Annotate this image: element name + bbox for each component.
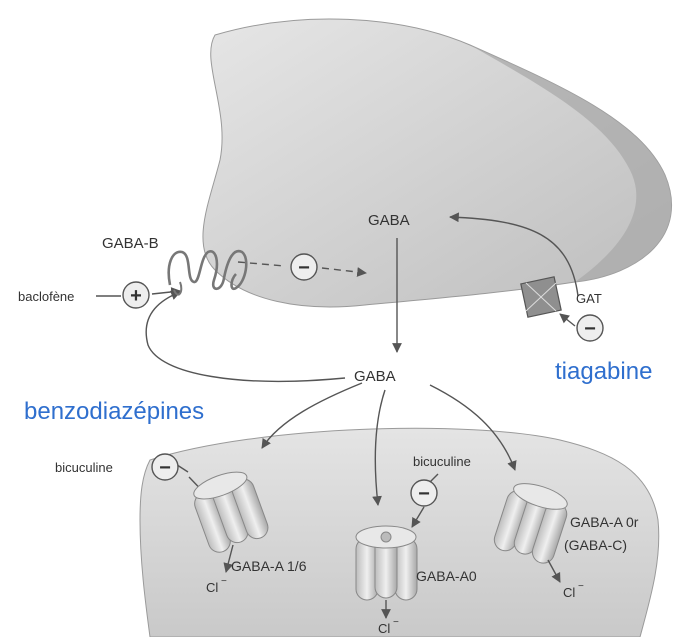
tiagabine-minus-symbol: − [577,315,603,341]
gaba-a0-receptor [356,526,417,600]
bicuculine-center-label: bicuculine [413,454,471,469]
gaba-b-label: GABA-B [102,235,159,252]
gaba-b-inhibition-symbol: − [291,254,317,280]
svg-text:−: − [584,318,596,340]
bicuculine-left-minus-symbol: − [152,454,178,480]
svg-text:−: − [578,581,584,592]
gaba-a0-label: GABA-A0 [416,568,477,584]
baclofene-label: baclofène [18,289,74,304]
baclofene-plus-symbol: + [123,282,149,308]
tiagabine-label: tiagabine [555,358,652,385]
svg-text:−: − [418,483,430,505]
svg-text:Cl: Cl [378,621,390,636]
tiagabine-arrow [560,314,575,326]
gat-transporter [521,277,561,317]
presynaptic-terminal [203,19,672,307]
svg-text:−: − [159,457,171,479]
gaba-label-presynaptic: GABA [368,212,410,229]
gat-label: GAT [576,291,602,306]
gaba-label-cleft: GABA [354,368,396,385]
svg-text:−: − [393,617,399,628]
svg-text:−: − [221,576,227,587]
benzodiazepines-label: benzodiazépines [24,398,204,425]
svg-text:Cl: Cl [563,585,575,600]
bicuculine-left-label: bicuculine [55,460,113,475]
gaba-c-label: (GABA-C) [564,537,627,553]
gaba-a0r-label: GABA-A 0r [570,514,639,530]
svg-text:−: − [298,257,310,279]
gaba-a-16-label: GABA-A 1/6 [231,558,307,574]
bicuculine-center-minus-symbol: − [411,480,437,506]
svg-text:+: + [130,285,142,307]
svg-text:Cl: Cl [206,580,218,595]
